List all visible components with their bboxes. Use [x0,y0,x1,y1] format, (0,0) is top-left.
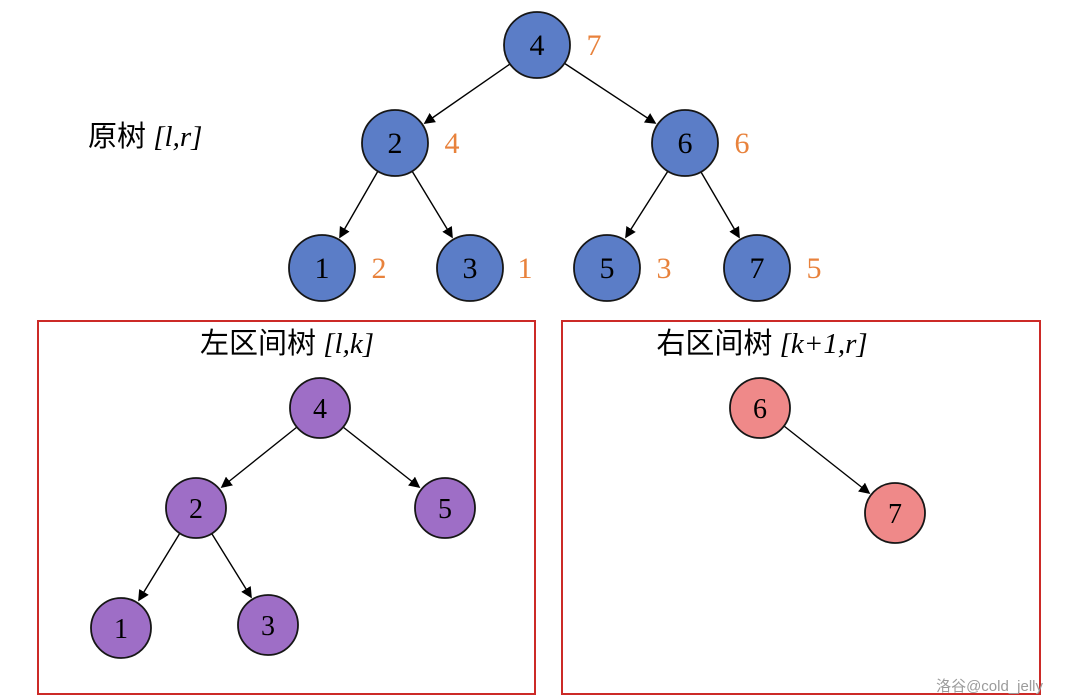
node-value: 6 [753,394,767,425]
node-value: 3 [463,252,478,285]
edge-arrow [625,170,669,239]
node-circle [573,234,641,302]
node-value: 2 [189,494,203,525]
right-tree: 右区间树 [k+1,r] 6 7 [561,320,1041,695]
tree-node: 6 6 [651,109,750,177]
tree-node: 6 [729,377,791,439]
tree-node: 4 7 [503,11,602,79]
right-tree-title: 右区间树 [k+1,r] [656,327,867,360]
edge-arrow [423,63,511,124]
node-annotation: 2 [372,252,387,285]
left-tree-border [37,320,536,695]
tree-node: 7 [864,482,926,544]
edge-arrow [783,425,871,495]
node-circle [503,11,571,79]
node-circle [436,234,504,302]
right-tree-title-cn: 右区间树 [656,327,772,360]
node-annotation: 5 [807,252,822,285]
tree-node: 2 4 [361,109,460,177]
tree-node: 3 [237,594,299,656]
tree-node: 5 [414,477,476,539]
original-tree-label-cn: 原树 [88,120,146,153]
tree-node: 5 3 [573,234,672,302]
node-circle [90,597,152,659]
node-annotation: 3 [657,252,672,285]
node-annotation: 4 [445,127,460,160]
node-circle [864,482,926,544]
left-tree-title-cn: 左区间树 [200,327,316,360]
node-value: 5 [438,494,452,525]
node-annotation: 7 [587,29,602,62]
tree-node: 1 2 [288,234,387,302]
node-circle [723,234,791,302]
node-value: 1 [315,252,330,285]
tree-node: 2 [165,477,227,539]
edge-arrow [339,170,379,239]
node-value: 1 [114,614,128,645]
edge-arrow [563,62,657,124]
tree-node: 3 1 [436,234,533,302]
node-value: 6 [678,127,693,160]
watermark: 洛谷@cold_jelly [936,678,1043,695]
edge-arrow [138,532,181,602]
original-tree: 原树 [l,r] 4 7 2 4 6 6 1 2 [88,11,822,302]
tree-node: 4 [289,377,351,439]
original-tree-label: 原树 [l,r] [88,120,202,153]
node-circle [288,234,356,302]
node-value: 3 [261,611,275,642]
edge-arrow [211,533,252,599]
node-circle [237,594,299,656]
tree-node: 1 [90,597,152,659]
node-value: 7 [750,252,765,285]
node-circle [361,109,429,177]
node-annotation: 6 [735,127,750,160]
edge-arrow [700,171,740,239]
node-annotation: 1 [518,252,533,285]
left-tree: 左区间树 [l,k] 4 2 5 1 3 [37,320,536,695]
edge-arrow [220,426,298,489]
node-value: 2 [388,127,403,160]
node-value: 4 [530,29,545,62]
tree-node: 7 5 [723,234,822,302]
node-value: 5 [600,252,615,285]
node-value: 7 [888,499,902,530]
original-tree-label-range: [l,r] [146,121,202,153]
right-tree-title-range: [k+1,r] [772,328,867,360]
edge-arrow [411,170,453,239]
node-circle [414,477,476,539]
node-circle [651,109,719,177]
left-tree-title-range: [l,k] [316,328,374,360]
node-circle [289,377,351,439]
node-circle [165,477,227,539]
left-tree-title: 左区间树 [l,k] [200,327,374,360]
node-circle [729,377,791,439]
right-tree-border [561,320,1041,695]
edge-arrow [342,426,421,489]
node-value: 4 [313,394,327,425]
